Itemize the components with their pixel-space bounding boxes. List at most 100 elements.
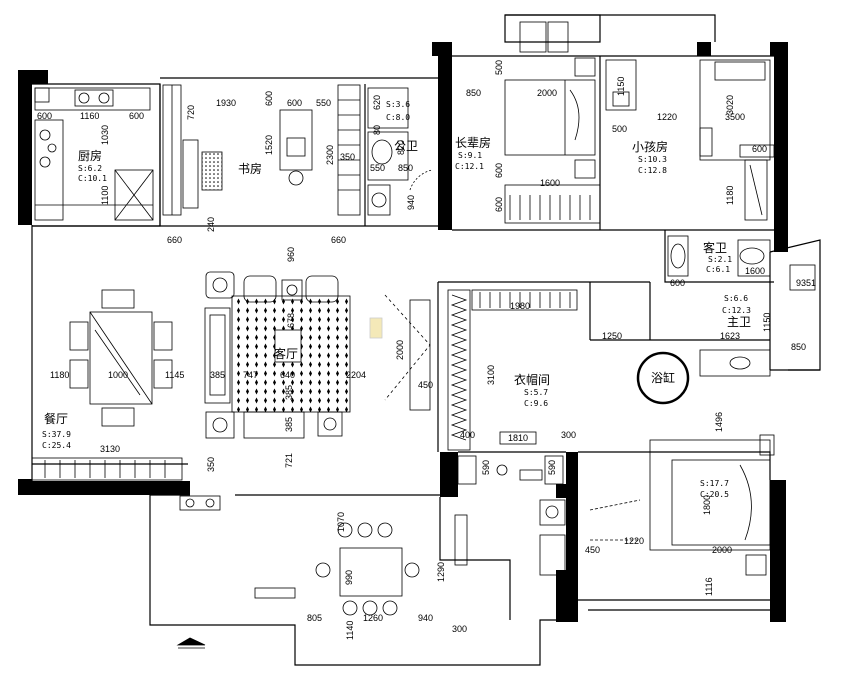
dim-label: 9351 — [796, 278, 816, 288]
dim-label: 400 — [460, 430, 475, 440]
dim-label: 600 — [670, 278, 685, 288]
dim-label: 3100 — [486, 365, 496, 385]
balcony-fixtures — [176, 495, 468, 649]
master-suite-fixtures — [539, 349, 775, 576]
kitchen-fixtures — [34, 87, 154, 221]
master-bath-perimeter: C:12.3 — [722, 306, 751, 315]
dining-area: S:37.9 — [42, 430, 71, 439]
guest-bath-perimeter: C:6.1 — [706, 265, 730, 274]
dim-label: 940 — [418, 613, 433, 623]
room-label-elder: 长辈房 — [455, 135, 491, 150]
dim-label: 600 — [287, 98, 302, 108]
dim-label: 990 — [344, 570, 354, 585]
public-bath-fixtures — [367, 87, 433, 216]
room-labels: 厨房 S:6.2 C:10.1 书房 公卫 S:3.6 C:8.0 长辈房 S:… — [42, 100, 751, 499]
master-bedroom-perimeter: C:20.5 — [700, 490, 729, 499]
kitchen-area: S:6.2 — [78, 164, 102, 173]
dim-label: 300 — [452, 624, 467, 634]
dim-label: 678 — [286, 313, 296, 328]
dim-label: 1150 — [616, 77, 626, 96]
dim-label: 1180 — [725, 186, 735, 205]
dim-label: 1160 — [80, 111, 99, 121]
dim-label: 721 — [284, 453, 294, 468]
dim-label: 1520 — [264, 135, 274, 155]
living-fixtures — [204, 271, 431, 439]
dim-label: 300 — [561, 430, 576, 440]
guest-bath-area: S:2.1 — [708, 255, 732, 264]
dim-label: 600 — [494, 163, 504, 178]
child-area: S:10.3 — [638, 155, 667, 164]
cloakroom-area: S:5.7 — [524, 388, 548, 397]
master-bedroom-area: S:17.7 — [700, 479, 729, 488]
dim-label: 850 — [791, 342, 806, 352]
dim-label: 620 — [372, 95, 382, 110]
dim-label: 1496 — [714, 412, 724, 432]
dim-label: 960 — [286, 247, 296, 262]
dim-label: 660 — [167, 235, 182, 245]
study-fixtures — [162, 84, 361, 216]
dim-label: 1980 — [510, 301, 530, 311]
dim-label: 805 — [307, 613, 322, 623]
dim-label: 850 — [398, 163, 413, 173]
dining-perimeter: C:25.4 — [42, 441, 71, 450]
dim-label: 1930 — [216, 98, 236, 108]
dim-label: 500 — [494, 60, 504, 75]
dim-label: 1150 — [762, 313, 772, 332]
dim-label: 2000 — [712, 545, 732, 555]
dim-label: 1600 — [745, 266, 765, 276]
dim-label: 1116 — [704, 577, 714, 596]
dim-label: 600 — [752, 144, 767, 154]
room-label-guest-bath: 客卫 — [703, 240, 727, 255]
dim-label: 1600 — [540, 178, 560, 188]
dim-label: 350 — [340, 152, 355, 162]
dim-label: 600 — [264, 91, 274, 106]
dim-label: 590 — [547, 460, 557, 475]
dim-label: 747 — [243, 370, 258, 380]
room-label-child: 小孩房 — [632, 139, 668, 154]
dim-label: 1070 — [336, 512, 346, 532]
room-label-public-bath: 公卫 — [394, 139, 418, 153]
dim-label: 550 — [316, 98, 331, 108]
public-bath-perimeter: C:8.0 — [386, 113, 410, 122]
dim-label: 940 — [406, 195, 416, 210]
dim-label: 1290 — [436, 562, 446, 582]
dim-label: 1260 — [363, 613, 383, 623]
dim-label: 350 — [206, 457, 216, 472]
cloakroom-fixtures — [447, 289, 578, 485]
room-label-cloakroom: 衣帽间 — [514, 372, 550, 387]
dim-label: 1623 — [720, 331, 740, 341]
dim-label: 2000 — [537, 88, 557, 98]
dim-label: 1145 — [165, 370, 184, 380]
dim-label: 385 — [210, 370, 225, 380]
room-label-bathtub: 浴缸 — [651, 370, 675, 385]
dim-label: 1250 — [602, 331, 622, 341]
dim-label: 3500 — [725, 112, 745, 122]
dimension-labels: 600 1160 600 1030 1100 720 1930 600 600 … — [37, 60, 816, 640]
kitchen-perimeter: C:10.1 — [78, 174, 107, 183]
room-label-living: 客厅 — [274, 346, 298, 361]
room-label-master-bath: 主卫 — [727, 315, 751, 329]
guest-bath-fixtures — [667, 235, 816, 291]
dim-label: 385 — [284, 385, 294, 400]
walls — [18, 42, 788, 622]
dim-label: 450 — [585, 545, 600, 555]
dim-label: 820 — [396, 140, 406, 155]
dim-label: 550 — [370, 163, 385, 173]
dim-label: 660 — [331, 235, 346, 245]
dim-label: 2000 — [395, 340, 405, 360]
dim-label: 720 — [186, 105, 196, 120]
dim-label: 600 — [129, 111, 144, 121]
dim-label: 385 — [284, 417, 294, 432]
dim-label: 2204 — [346, 370, 366, 380]
elder-room-fixtures — [504, 21, 601, 224]
dim-label: 3130 — [100, 444, 120, 454]
dim-label: 1030 — [100, 125, 110, 145]
cloakroom-perimeter: C:9.6 — [524, 399, 548, 408]
dim-label: 1220 — [657, 112, 677, 122]
dim-label: 80 — [372, 125, 382, 135]
dim-label: 1180 — [50, 370, 69, 380]
dim-label: 1220 — [624, 536, 644, 546]
dim-label: 1140 — [345, 621, 355, 640]
dining-fixtures — [31, 289, 183, 481]
